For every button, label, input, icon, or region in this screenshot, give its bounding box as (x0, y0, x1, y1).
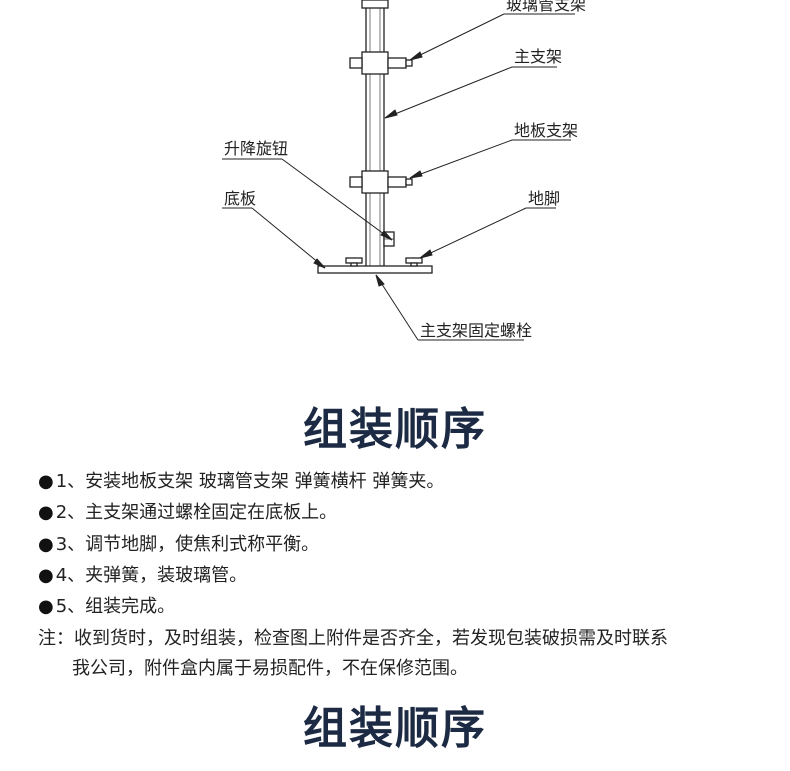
lower-clamp (349, 170, 413, 194)
upper-clamp (349, 51, 413, 75)
label-base-plate: 底板 (224, 189, 256, 208)
label-main-bracket-bolt: 主支架固定螺栓 (420, 321, 532, 340)
left-foot-part (345, 257, 363, 267)
base-plate-part (317, 265, 433, 274)
label-lift-knob: 升降旋钮 (224, 139, 288, 158)
list-item: ●1、安装地板支架 玻璃管支架 弹簧横杆 弹簧夹。 (38, 466, 778, 497)
list-item: ●3、调节地脚，使焦利式称平衡。 (38, 529, 778, 560)
step-text: 2、主支架通过螺栓固定在底板上。 (55, 502, 338, 524)
label-floor-bracket: 地板支架 (514, 121, 578, 140)
list-item: ●2、主支架通过螺栓固定在底板上。 (38, 497, 778, 528)
list-item: ●4、夹弹簧，装玻璃管。 (38, 560, 778, 591)
step-text: 4、夹弹簧，装玻璃管。 (55, 564, 248, 586)
step-text: 5、组装完成。 (55, 596, 176, 618)
list-item: ●5、组装完成。 (38, 591, 778, 622)
bullet-icon: ● (38, 564, 54, 586)
assembly-steps-list: ●1、安装地板支架 玻璃管支架 弹簧横杆 弹簧夹。 ●2、主支架通过螺栓固定在底… (38, 466, 778, 622)
step-text: 1、安装地板支架 玻璃管支架 弹簧横杆 弹簧夹。 (55, 471, 445, 492)
label-glass-tube-bracket: 玻璃管支架 (506, 0, 586, 14)
section-title: 组装顺序 (303, 404, 487, 455)
bullet-icon: ● (38, 471, 54, 492)
note-line-2: 我公司，附件盒内属于易损配件，不在保修范围。 (72, 658, 468, 679)
bullet-icon: ● (38, 596, 54, 618)
main-pole (365, 0, 385, 273)
section-title-2: 组装顺序 (303, 703, 487, 754)
step-text: 3、调节地脚，使焦利式称平衡。 (55, 533, 320, 555)
bullet-icon: ● (38, 502, 54, 524)
label-foot: 地脚 (528, 189, 560, 208)
warranty-note: 注：收到货时，及时组装，检查图上附件是否齐全，若发现包装破损需及时联系 我公司，… (38, 624, 778, 684)
bullet-icon: ● (38, 533, 54, 555)
note-line-1: 注：收到货时，及时组装，检查图上附件是否齐全，若发现包装破损需及时联系 (38, 628, 668, 649)
label-main-bracket: 主支架 (514, 47, 562, 66)
right-foot-part (405, 257, 423, 267)
assembly-diagram: 玻璃管支架 主支架 地板支架 升降旋钮 底板 地脚 主支架固定螺栓 (222, 0, 586, 341)
